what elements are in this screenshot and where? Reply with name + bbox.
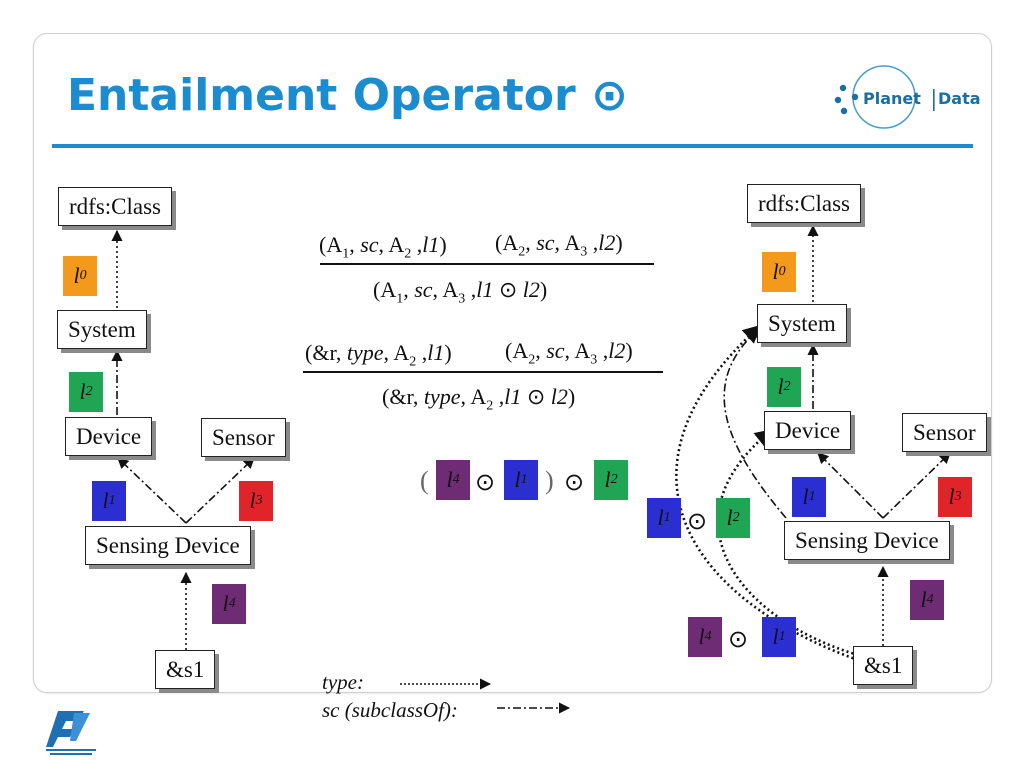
right-node-sensor: Sensor — [902, 413, 987, 452]
slide-card — [33, 33, 992, 693]
rule1-premise-1: (A1, sc, A2 ,l1) — [319, 232, 447, 262]
edge-right-s1-device-derived — [717, 428, 859, 657]
edge-right-sd-device — [817, 452, 884, 519]
expr-open-paren: ( — [420, 466, 429, 495]
left-node-rdfs-class: rdfs:Class — [58, 187, 172, 226]
legend-sc-label: sc (subclassOf): — [322, 698, 458, 722]
left-node-s1: &s1 — [155, 650, 216, 689]
rule1-fraction-line — [320, 263, 654, 265]
odot-symbol: ⊙ — [591, 70, 628, 121]
expr-odot-2: ⊙ — [564, 468, 585, 496]
rule1-premise-2: (A2, sc, A3 ,l2) — [495, 230, 623, 260]
rule2-premise-1: (&r, type, A2 ,l1) — [305, 340, 452, 370]
edge-left-sd-device — [117, 457, 187, 524]
rule2-conclusion: (&r, type, A2 ,l1 ⊙ l2) — [382, 384, 576, 414]
left-node-sensing-device: Sensing Device — [85, 526, 251, 565]
rule2-premise-2: (A2, sc, A3 ,l2) — [505, 338, 633, 368]
planet-data-logo — [834, 65, 935, 129]
right-node-system: System — [757, 304, 847, 343]
expr-odot-1: ⊙ — [475, 468, 496, 496]
legend-type-label: type: — [322, 670, 364, 694]
slide-title-text: Entailment Operator — [67, 70, 576, 121]
right-node-sensing-device: Sensing Device — [784, 521, 950, 560]
right-node-rdfs-class: rdfs:Class — [747, 184, 861, 223]
left-node-system: System — [57, 310, 147, 349]
expr-close-paren: ) — [545, 466, 554, 495]
rule2-fraction-line — [303, 371, 663, 373]
title-underline — [52, 144, 973, 148]
derived-odot-b: ⊙ — [728, 625, 749, 653]
slide-title: Entailment Operator ⊙ — [67, 74, 628, 118]
fp7-logo — [46, 711, 96, 755]
left-node-device: Device — [65, 417, 153, 456]
right-node-s1: &s1 — [853, 646, 914, 685]
rule1-conclusion: (A1, sc, A3 ,l1 ⊙ l2) — [373, 277, 548, 307]
logo-word-data: Data — [938, 89, 981, 108]
logo-word-planet: Planet — [863, 89, 921, 108]
derived-odot-a: ⊙ — [687, 507, 708, 535]
right-node-device: Device — [764, 411, 852, 450]
left-node-sensor: Sensor — [201, 418, 286, 457]
edge-right-sd-system-derived — [723, 327, 787, 519]
